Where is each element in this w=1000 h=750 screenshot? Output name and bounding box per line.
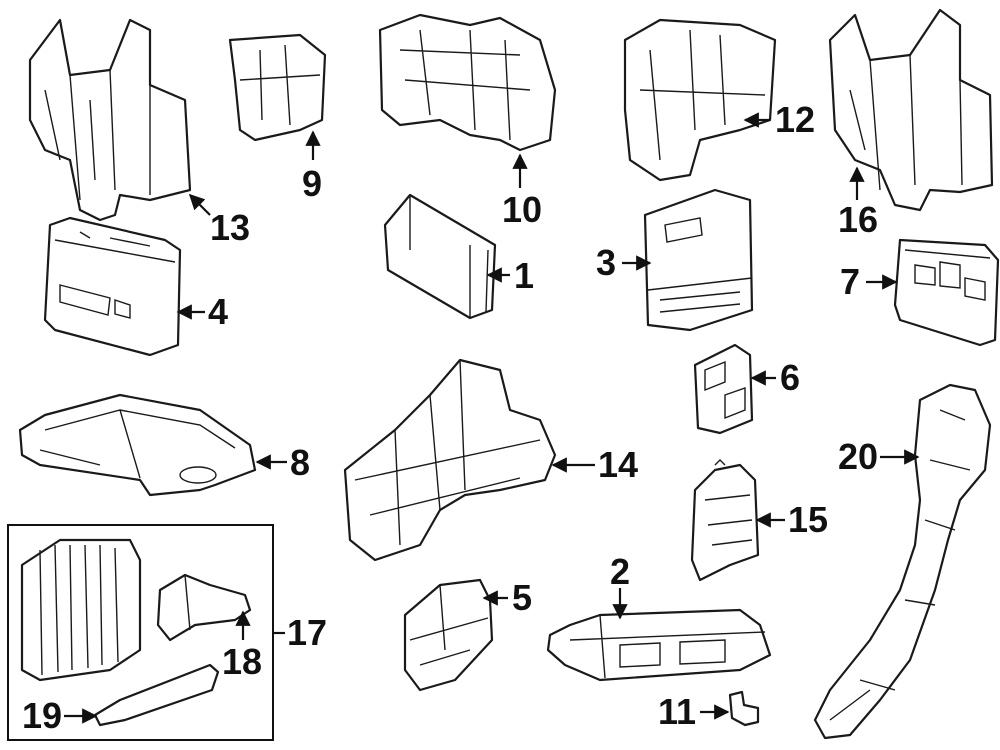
part-6-module[interactable]	[693, 343, 754, 435]
part-9-bracket[interactable]	[228, 33, 327, 142]
leader-lines	[64, 112, 920, 724]
callout-3: 3	[596, 242, 616, 283]
part-2-module[interactable]	[546, 608, 772, 682]
part-1-module[interactable]	[383, 193, 497, 320]
part-16-bracket[interactable]	[828, 8, 994, 212]
part-14-bracket[interactable]	[343, 358, 557, 562]
callout-labels: 13 9 10 12 16 4 1 3 7 6 8 14 20 15 5 2 1…	[22, 99, 878, 736]
callout-14: 14	[598, 444, 638, 485]
callout-16: 16	[838, 199, 878, 240]
callout-10: 10	[502, 189, 542, 230]
part-7-module[interactable]	[893, 238, 1000, 347]
callout-8: 8	[290, 442, 310, 483]
callout-12: 12	[775, 99, 815, 140]
callout-7: 7	[840, 261, 860, 302]
part-11-connector[interactable]	[728, 690, 760, 727]
part-5-module[interactable]	[403, 578, 494, 692]
callout-19: 19	[22, 695, 62, 736]
part-18-bracket[interactable]	[156, 573, 252, 642]
part-17-module[interactable]	[20, 538, 142, 682]
part-20-pedal[interactable]	[813, 383, 992, 740]
callout-15: 15	[788, 499, 828, 540]
part-4-module[interactable]	[43, 216, 182, 357]
part-10-bracket[interactable]	[378, 13, 557, 152]
part-19-bracket[interactable]	[93, 663, 220, 727]
callout-2: 2	[610, 551, 630, 592]
callout-13: 13	[210, 207, 250, 248]
callout-6: 6	[780, 357, 800, 398]
callout-5: 5	[512, 577, 532, 618]
callout-11: 11	[658, 691, 696, 732]
callout-9: 9	[302, 163, 322, 204]
callout-17: 17	[287, 612, 327, 653]
part-15-bracket[interactable]	[690, 459, 760, 582]
part-8-module[interactable]	[18, 393, 257, 497]
callout-20: 20	[838, 436, 878, 477]
part-12-bracket[interactable]	[623, 18, 777, 182]
callout-4: 4	[208, 291, 228, 332]
part-13-bracket[interactable]	[28, 18, 192, 222]
part-3-module[interactable]	[643, 188, 754, 332]
callout-18: 18	[222, 641, 262, 682]
callout-1: 1	[514, 255, 534, 296]
